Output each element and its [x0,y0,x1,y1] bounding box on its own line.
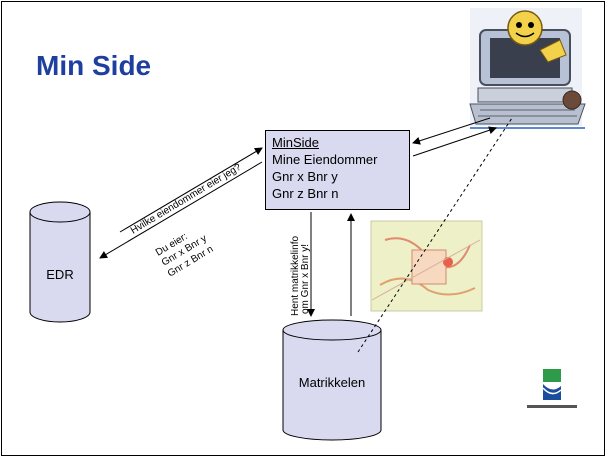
minside-heading: MinSide [272,135,319,150]
question-label: Hvilke eiendommer eier jeg? [129,162,244,237]
map-thumbnail-image [370,220,483,312]
statens-kartverk-logo [527,369,577,408]
computer-to-minside-arrow [412,117,491,145]
edr-label: EDR [46,267,73,282]
fetch-label-line-1: Hent matrikkelinfo [290,236,301,316]
answer-arrow [99,161,263,259]
minside-line: Gnr z Bnr n [272,186,339,201]
dotted-connector [357,117,513,353]
question-arrow [119,147,263,233]
minside-line: Mine Eiendommer [272,152,378,167]
edr-database [29,201,91,323]
matrikkelen-database [282,319,382,441]
minside-line: Gnr x Bnr y [272,169,338,184]
minside-to-computer-arrow [412,126,497,157]
page-title: Min Side [36,50,152,81]
matrikkelen-label: Matrikkelen [299,375,365,390]
fetch-label-line-2: om Gnr x Bnr y! [300,244,311,314]
minside-box: MinSide Mine Eiendommer Gnr x Bnr y Gnr … [265,130,410,210]
computer-clipart-icon [469,8,586,129]
